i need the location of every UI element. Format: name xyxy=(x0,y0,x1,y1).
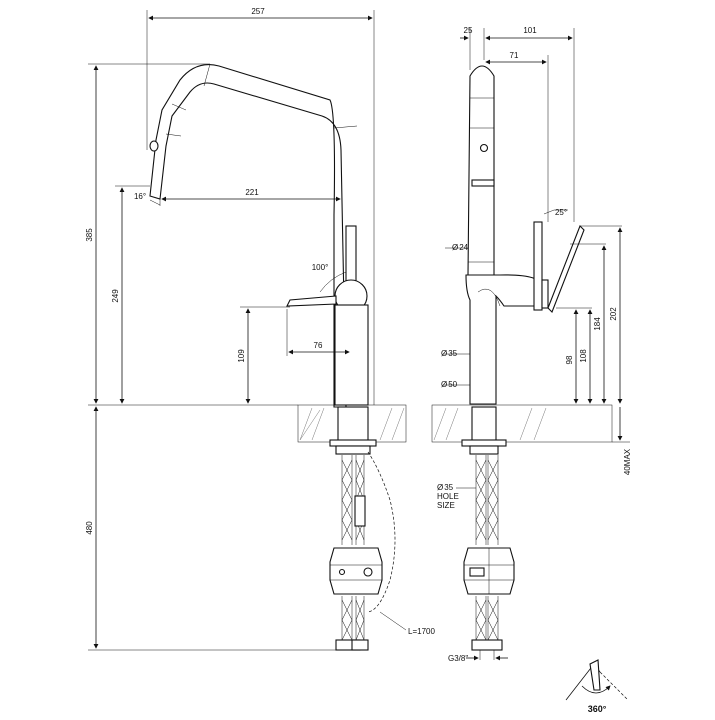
dim-thread: G3/8" xyxy=(448,654,468,663)
dim-hole-dia: Ø35 xyxy=(437,483,454,492)
dim-counter-max: 40MAX xyxy=(623,448,632,475)
side-dimensions: 257 221 16° 385 249 100° 109 76 480 xyxy=(85,7,435,651)
dim-hole-line1: HOLE xyxy=(437,492,459,501)
dim-h-98: 98 xyxy=(565,355,574,364)
dim-front-lever-angle: 25° xyxy=(555,208,567,217)
dim-lever-height: 109 xyxy=(237,349,246,363)
dim-dia-35: Ø35 xyxy=(441,349,458,358)
dim-h-108: 108 xyxy=(579,349,588,363)
dim-spout-height: 249 xyxy=(111,289,120,303)
dim-lever-length: 76 xyxy=(314,341,323,350)
dim-total-height: 385 xyxy=(85,228,94,242)
side-lever xyxy=(286,225,369,406)
dim-dia-35-value: 35 xyxy=(448,349,457,358)
front-body xyxy=(465,221,585,405)
dim-offset-25: 25 xyxy=(464,26,473,35)
dim-dia-24-value: 24 xyxy=(459,243,468,252)
dim-under-counter: 480 xyxy=(85,521,94,535)
dim-dia-50-value: 50 xyxy=(448,380,457,389)
rotation-symbol: 360° xyxy=(565,659,629,714)
dim-lever-angle: 100° xyxy=(312,263,329,272)
front-counter-block xyxy=(431,404,613,443)
side-spout xyxy=(149,63,358,408)
dim-total-width: 257 xyxy=(251,7,265,16)
dim-dia-50: Ø50 xyxy=(441,380,458,389)
dim-depth-71: 71 xyxy=(510,51,519,60)
dim-h-202: 202 xyxy=(609,307,618,321)
front-view: 25 101 71 25° Ø24 Ø35 Ø50 98 108 184 202 xyxy=(431,26,632,663)
side-view: 257 221 16° 385 249 100° 109 76 480 xyxy=(85,7,435,651)
dim-reach: 221 xyxy=(245,188,259,197)
dim-h-184: 184 xyxy=(593,317,602,331)
dim-hose-length: L=1700 xyxy=(408,627,435,636)
dim-head-angle: 16° xyxy=(134,192,146,201)
rotation-label: 360° xyxy=(588,704,607,714)
dim-depth-101: 101 xyxy=(523,26,537,35)
dim-hole-line2: SIZE xyxy=(437,501,455,510)
dim-dia-24: Ø24 xyxy=(452,243,469,252)
dim-hole-dia-value: 35 xyxy=(444,483,453,492)
front-dimensions: 25 101 71 25° Ø24 Ø35 Ø50 98 108 184 202 xyxy=(437,26,632,663)
front-spout xyxy=(467,65,495,276)
side-underside xyxy=(329,406,396,651)
front-underside xyxy=(461,406,515,660)
